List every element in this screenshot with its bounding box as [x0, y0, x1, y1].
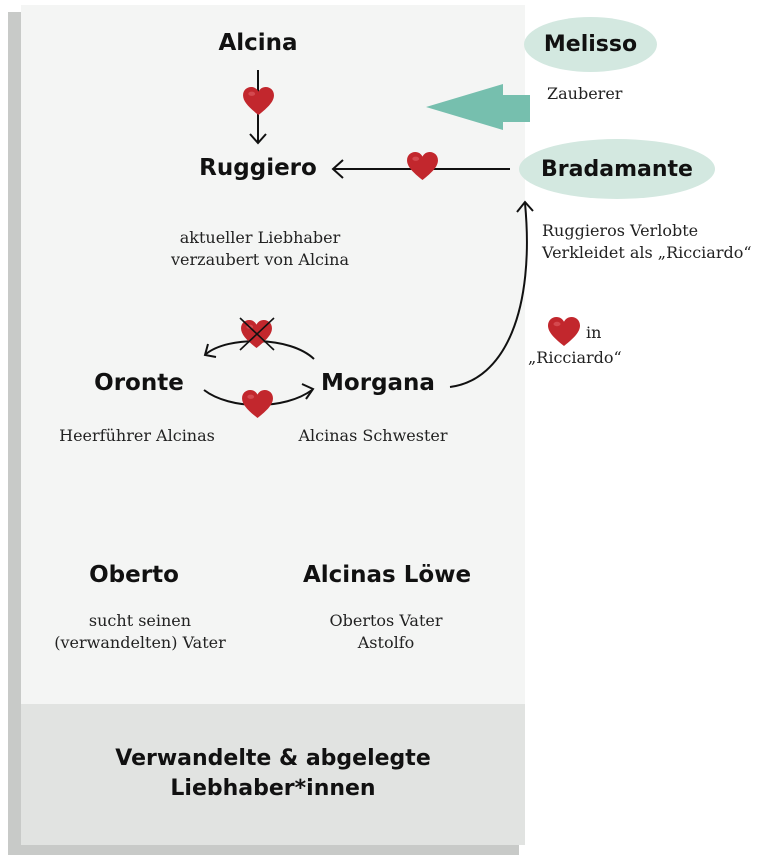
- heart-icon: [548, 317, 580, 346]
- footer-title: Verwandelte & abgelegte Liebhaber*innen: [21, 744, 525, 804]
- ruggiero-desc-line: aktueller Liebhaber: [179, 228, 341, 247]
- morgana-bradamante-arrow: [449, 200, 534, 388]
- ruggiero-name: Ruggiero: [199, 155, 317, 181]
- morgana-name: Morgana: [321, 370, 435, 396]
- loewe-desc-line: Obertos Vater: [329, 611, 443, 630]
- oronte-name: Oronte: [94, 370, 184, 396]
- heart-icon: [242, 390, 273, 419]
- bradamante-desc: Ruggieros Verlobte Verkleidet als „Ricci…: [542, 220, 752, 264]
- heart-icon: [407, 152, 438, 181]
- morgana-desc: Alcinas Schwester: [298, 426, 448, 445]
- bradamante-desc-line: Ruggieros Verlobte: [542, 221, 699, 240]
- alcina-name: Alcina: [218, 30, 298, 56]
- oronte-desc: Heerführer Alcinas: [59, 426, 215, 445]
- love-note-target: „Ricciardo“: [528, 348, 622, 367]
- oberto-desc: sucht seinen (verwandelten) Vater: [54, 610, 225, 654]
- bradamante-name: Bradamante: [541, 156, 693, 182]
- bradamante-desc-line: Verkleidet als „Ricciardo“: [542, 243, 752, 262]
- loewe-desc-line: Astolfo: [357, 633, 415, 652]
- love-note-word: in: [586, 323, 602, 342]
- bradamante-ellipse: Bradamante: [519, 139, 715, 199]
- oberto-desc-line: sucht seinen: [88, 611, 192, 630]
- melisso-arrow: [426, 84, 530, 130]
- melisso-name: Melisso: [543, 32, 638, 57]
- loewe-name: Alcinas Löwe: [302, 562, 472, 588]
- loewe-desc: Obertos Vater Astolfo: [329, 610, 442, 654]
- oberto-name: Oberto: [89, 562, 179, 588]
- footer-band: [21, 704, 525, 845]
- crossed-heart-icon: [239, 317, 275, 351]
- footer-title-line: Liebhaber*innen: [170, 776, 376, 801]
- ruggiero-desc-line: verzaubert von Alcina: [171, 250, 349, 269]
- melisso-desc: Zauberer: [547, 84, 623, 103]
- ruggiero-desc: aktueller Liebhaber verzaubert von Alcin…: [171, 227, 349, 271]
- footer-title-line: Verwandelte & abgelegte: [115, 746, 431, 771]
- melisso-ellipse: Melisso: [524, 17, 657, 72]
- oberto-desc-line: (verwandelten) Vater: [54, 633, 226, 652]
